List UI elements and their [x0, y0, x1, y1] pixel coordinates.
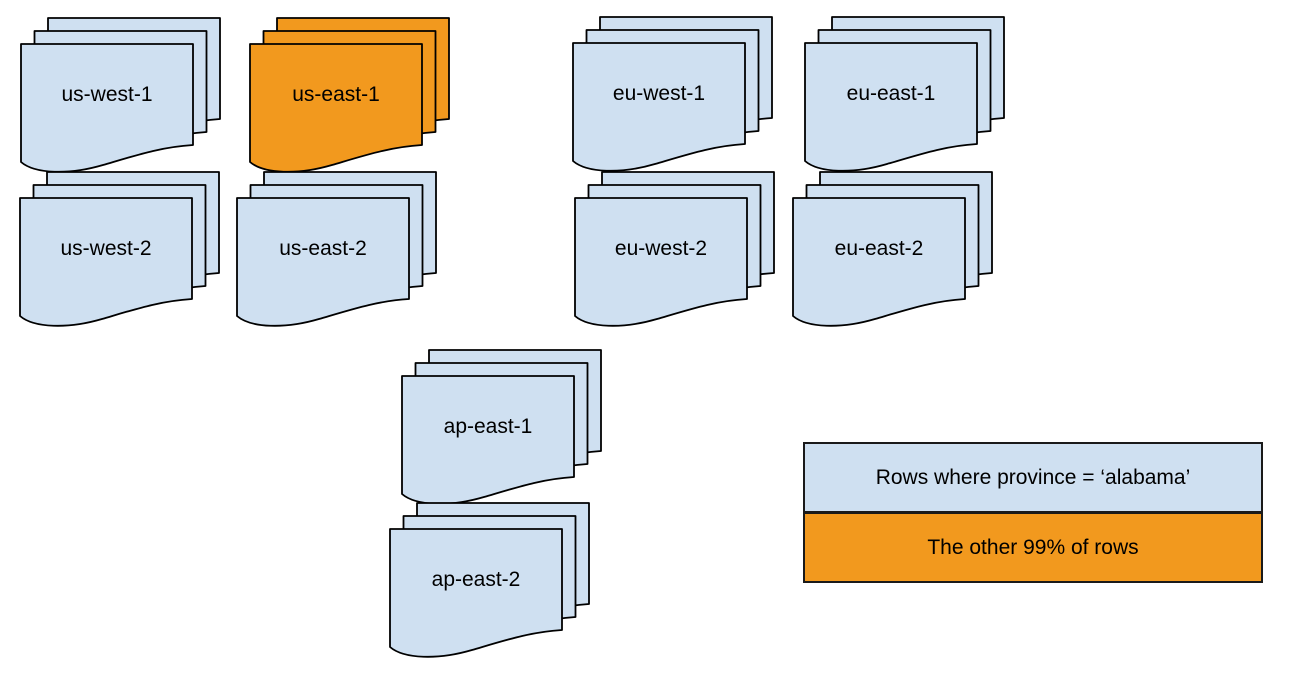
region-label: eu-east-1 — [846, 82, 936, 105]
region-label: us-east-2 — [279, 237, 367, 260]
region-stack-eu-west-2: eu-west-2 — [574, 171, 776, 329]
region-label: ap-east-1 — [443, 415, 533, 438]
region-stack-us-west-2: us-west-2 — [19, 171, 221, 329]
region-label: eu-west-1 — [612, 82, 706, 105]
region-label: ap-east-2 — [431, 568, 521, 591]
region-label: eu-west-2 — [614, 237, 708, 260]
region-stack-us-east-1: us-east-1 — [249, 17, 451, 175]
region-label: us-east-1 — [292, 83, 380, 106]
region-label: us-west-2 — [60, 237, 152, 260]
region-stack-eu-east-2: eu-east-2 — [792, 171, 994, 329]
region-stack-us-west-1: us-west-1 — [20, 17, 222, 175]
region-stack-ap-east-2: ap-east-2 — [389, 502, 591, 660]
legend-item-label: The other 99% of rows — [927, 535, 1139, 559]
region-stack-eu-west-1: eu-west-1 — [572, 16, 774, 174]
region-stack-ap-east-1: ap-east-1 — [401, 349, 603, 507]
region-stack-us-east-2: us-east-2 — [236, 171, 438, 329]
region-label: us-west-1 — [61, 83, 153, 106]
region-stack-eu-east-1: eu-east-1 — [804, 16, 1006, 174]
legend: Rows where province = ‘alabama’ The othe… — [803, 442, 1263, 583]
legend-item-other-rows: The other 99% of rows — [805, 511, 1261, 581]
legend-item-alabama-rows: Rows where province = ‘alabama’ — [805, 444, 1261, 511]
legend-item-label: Rows where province = ‘alabama’ — [875, 465, 1191, 489]
region-label: eu-east-2 — [834, 237, 924, 260]
